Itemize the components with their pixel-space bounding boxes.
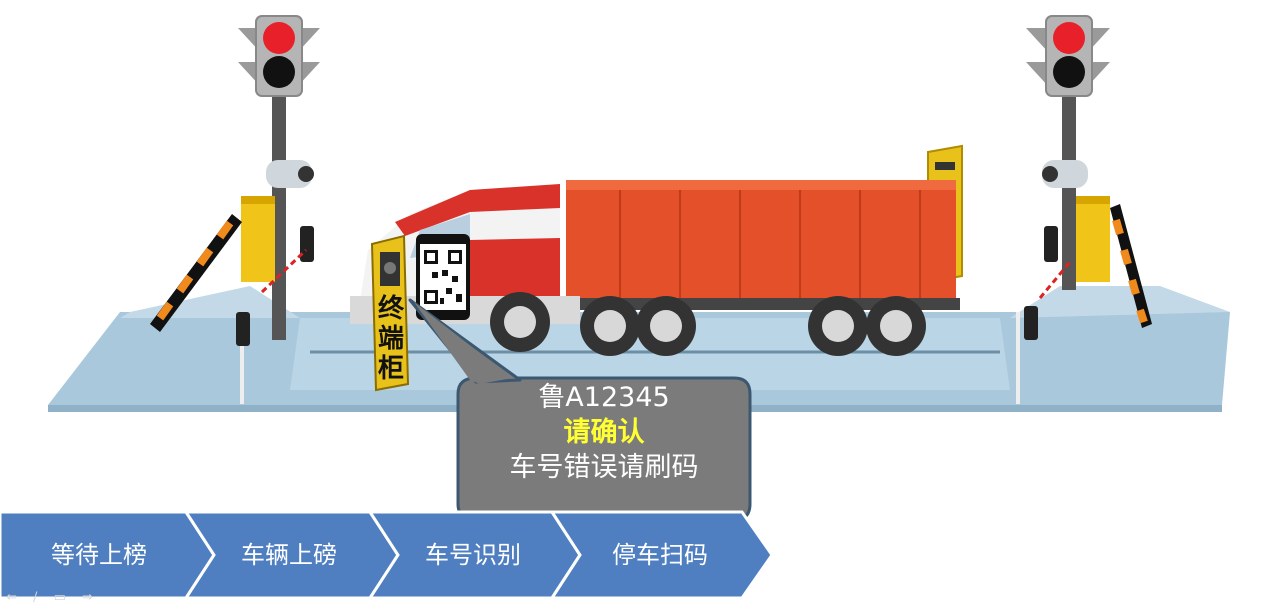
kiosk-char: 终 <box>377 294 404 324</box>
playback-controls: ⇐ ∕ ▭ ⇒ <box>6 590 126 610</box>
next-icon[interactable]: ⇒ <box>82 590 93 605</box>
dark-light <box>263 56 295 88</box>
step-2-label: 车辆上磅 <box>241 541 337 569</box>
prev-icon[interactable]: ⇐ <box>6 590 17 605</box>
red-light <box>263 22 295 54</box>
pen-icon[interactable]: ∕ <box>33 590 38 605</box>
left-traffic-light <box>150 15 320 404</box>
process-steps <box>0 510 774 600</box>
kiosk-label: 终 端 柜 <box>374 294 408 384</box>
step-4-label: 停车扫码 <box>612 541 708 569</box>
bubble-message: 鲁A12345 请确认 车号错误请刷码 <box>458 378 750 485</box>
red-light <box>1053 22 1085 54</box>
plate-number: 鲁A12345 <box>538 382 670 413</box>
menu-icon[interactable]: ▭ <box>53 590 66 605</box>
step-4-chevron <box>549 510 774 600</box>
qr-phone[interactable] <box>416 234 470 320</box>
terminal-kiosk <box>370 234 410 392</box>
confirm-prompt: 请确认 <box>563 417 645 448</box>
kiosk-char: 端 <box>377 324 404 354</box>
error-message: 车号错误请刷码 <box>509 452 699 483</box>
right-traffic-light <box>1016 15 1152 404</box>
kiosk-char: 柜 <box>377 354 404 384</box>
step-3-label: 车号识别 <box>425 541 521 569</box>
step-1-label: 等待上榜 <box>51 541 147 569</box>
dark-light <box>1053 56 1085 88</box>
